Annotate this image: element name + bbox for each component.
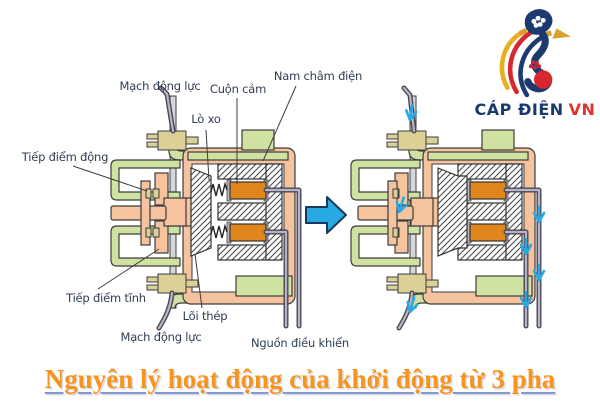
cable-red	[507, 28, 537, 95]
flow-arrow	[519, 290, 533, 309]
terminal-bolt	[185, 279, 199, 288]
label-moving-contact: Tiếp điểm động	[21, 150, 109, 164]
moving-contact-top	[392, 188, 399, 199]
control-wire-inner-core	[264, 230, 288, 328]
terminal-bottom	[386, 273, 439, 294]
moving-contact-bottom	[145, 227, 152, 238]
leader-moving-contact	[72, 165, 148, 192]
housing-green-band	[187, 151, 289, 161]
c-frame-bottom	[350, 225, 421, 267]
label-fixed-contact: Tiếp điểm tĩnh	[66, 291, 146, 305]
flow-arrow	[406, 296, 419, 314]
power-wire-bottom-core	[157, 291, 174, 330]
page-title: Nguyên lý hoạt động của khởi động từ 3 p…	[0, 364, 600, 395]
moving-iron-core-seated	[437, 167, 468, 257]
label-power-circuit-top: Mạch động lực	[119, 79, 201, 93]
flow-arrow	[395, 196, 408, 214]
terminal-bottom	[146, 273, 199, 294]
contact-carrier	[387, 180, 398, 246]
terminal-block	[397, 130, 427, 151]
terminal-screw	[386, 133, 399, 140]
logo-graphic	[499, 9, 571, 98]
logo-brand: CÁP ĐIỆN	[474, 100, 564, 119]
core-spine	[505, 163, 523, 261]
flow-arrow	[519, 237, 533, 256]
terminal-block	[157, 130, 187, 151]
contactor-closed-diagram	[350, 85, 542, 331]
cable-yellow	[499, 30, 525, 91]
spring-bottom	[209, 223, 228, 239]
terminal-top	[386, 130, 439, 151]
logo-suffix: VN	[568, 100, 596, 119]
control-wire-outer-core	[264, 188, 301, 328]
terminal-screw	[146, 284, 159, 291]
current-flow-arrows	[395, 103, 546, 314]
coil-bottom	[229, 223, 267, 242]
terminal-block	[157, 273, 187, 294]
mount-block-top	[481, 129, 515, 151]
flow-arrow	[405, 103, 418, 122]
terminal-bolt	[185, 136, 199, 145]
terminal-screw	[386, 276, 399, 283]
label-control-source: Nguồn điều khiển	[251, 336, 349, 350]
armature-open	[110, 167, 212, 257]
moving-contact-bottom	[392, 227, 399, 238]
flow-arrow	[532, 205, 546, 224]
lotus-red-icon	[528, 60, 542, 70]
fixed-contact-pad-bottom	[152, 227, 160, 238]
coil-bottom	[469, 223, 507, 242]
label-electromagnet: Nam châm điện	[273, 69, 363, 83]
label-power-circuit-bottom: Mạch động lực	[120, 330, 202, 344]
terminal-screw	[146, 276, 159, 283]
spring-top	[209, 181, 228, 197]
contact-carrier	[140, 180, 151, 246]
terminal-screw	[146, 133, 159, 140]
terminal-bolt	[425, 136, 439, 145]
label-iron-core: Lõi thép	[182, 309, 228, 323]
flow-arrow	[532, 263, 546, 282]
cable-tip	[518, 27, 528, 37]
transition-arrow	[305, 196, 347, 234]
contactor-open-diagram	[72, 85, 302, 331]
power-wire-bottom-core	[397, 291, 414, 330]
terminal-top	[146, 130, 199, 151]
terminal-screw	[386, 284, 399, 291]
terminal-screw	[146, 141, 159, 148]
moving-iron-core	[190, 167, 212, 257]
label-spring: Lò xo	[191, 112, 221, 126]
gold-sail	[552, 28, 571, 39]
mount-block-bottom	[475, 275, 533, 297]
lotus-white-icon	[531, 15, 546, 28]
coil-top	[229, 181, 267, 200]
power-wire-top-core	[402, 86, 416, 133]
map-north	[524, 9, 553, 35]
leader-iron-core	[194, 253, 203, 309]
mount-block-bottom	[235, 275, 293, 297]
leader-spring	[205, 129, 210, 181]
leader-fixed-contact	[97, 248, 160, 290]
fixed-contact-pad-top	[152, 188, 160, 199]
coil-top	[469, 181, 507, 200]
core-spine	[265, 163, 283, 261]
mount-block-top	[241, 129, 275, 151]
housing-green-band	[427, 151, 529, 161]
power-wire-top-core	[159, 86, 175, 133]
armature-hub	[163, 197, 187, 227]
cable-blue	[518, 32, 549, 98]
leader-lines	[72, 85, 297, 309]
terminal-screw	[386, 141, 399, 148]
moving-contact-top	[145, 188, 152, 199]
leader-electromagnet	[262, 85, 297, 162]
page-title-text: Nguyên lý hoạt động của khởi động từ 3 p…	[44, 364, 556, 394]
terminal-bolt	[425, 279, 439, 288]
map-south	[533, 70, 553, 89]
label-coil: Cuộn cảm	[209, 82, 267, 96]
armature-hub	[410, 197, 434, 227]
terminal-block	[397, 273, 427, 294]
armature-shaft	[110, 205, 167, 221]
c-frame-top	[350, 159, 421, 201]
